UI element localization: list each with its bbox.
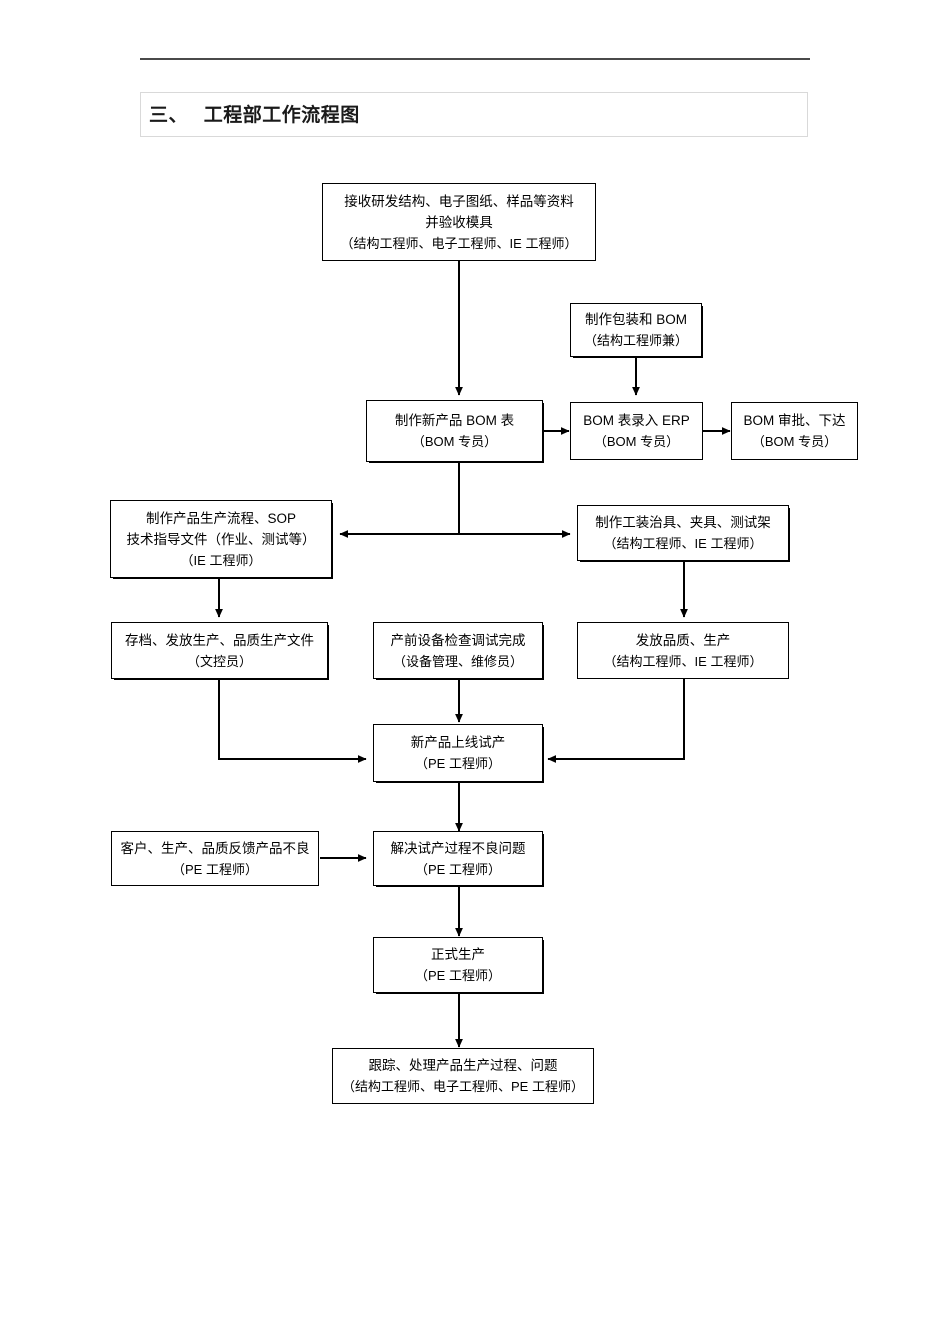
node-line: 制作工装治具、夹具、测试架: [595, 515, 771, 530]
node-fixtures-jigs[interactable]: 制作工装治具、夹具、测试架 （结构工程师、IE 工程师）: [577, 505, 789, 561]
node-line: （结构工程师、电子工程师、PE 工程师）: [342, 1079, 584, 1094]
node-line: （PE 工程师）: [172, 861, 258, 877]
node-line: （PE 工程师）: [415, 861, 501, 877]
node-bom-approval[interactable]: BOM 审批、下达 （BOM 专员）: [731, 402, 858, 460]
node-line: 制作产品生产流程、SOP: [145, 510, 296, 526]
node-line: （BOM 专员）: [593, 434, 680, 449]
node-line: （PE 工程师）: [415, 968, 501, 983]
node-bom-into-erp[interactable]: BOM 表录入 ERP （BOM 专员）: [570, 402, 703, 460]
node-equipment-check[interactable]: 产前设备检查调试完成 （设备管理、维修员）: [373, 622, 543, 679]
edge-archive-to-trial: [218, 679, 367, 763]
node-tracking-production[interactable]: 跟踪、处理产品生产过程、问题 （结构工程师、电子工程师、PE 工程师）: [332, 1048, 594, 1104]
node-line: （PE 工程师）: [415, 756, 501, 771]
node-line: 制作新产品 BOM 表: [394, 413, 515, 428]
edge-release-to-trial: [547, 679, 685, 763]
node-line: （设备管理、维修员）: [392, 653, 523, 669]
node-line: 制作包装和 BOM: [584, 312, 687, 327]
section-title-band: 三、 工程部工作流程图: [140, 92, 808, 137]
node-line: （结构工程师兼）: [583, 333, 688, 348]
node-line: 产前设备检查调试完成: [390, 632, 526, 648]
node-line: 发放品质、生产: [635, 632, 731, 648]
node-line: （文控员）: [186, 653, 252, 669]
node-line: BOM 审批、下达: [743, 413, 846, 428]
node-line: 新产品上线试产: [410, 735, 506, 750]
node-line: （结构工程师、IE 工程师）: [603, 536, 763, 551]
node-line: BOM 表录入 ERP: [583, 413, 690, 428]
node-line: 正式生产: [431, 947, 485, 962]
node-packaging-bom[interactable]: 制作包装和 BOM （结构工程师兼）: [570, 303, 702, 357]
node-line: 存档、发放生产、品质生产文件: [125, 632, 314, 648]
node-receive-rd-materials[interactable]: 接收研发结构、电子图纸、样品等资料 并验收模具 （结构工程师、电子工程师、IE …: [322, 183, 596, 261]
node-archive-release-docs[interactable]: 存档、发放生产、品质生产文件 （文控员）: [111, 622, 328, 679]
node-line: 并验收模具: [425, 214, 493, 230]
node-mass-production[interactable]: 正式生产 （PE 工程师）: [373, 937, 543, 993]
node-line: （BOM 专员）: [411, 434, 498, 449]
node-new-product-bom[interactable]: 制作新产品 BOM 表 （BOM 专员）: [366, 400, 543, 462]
node-line: （结构工程师、IE 工程师）: [603, 653, 763, 669]
header-rule: [140, 58, 810, 60]
node-solve-trial-defects[interactable]: 解决试产过程不良问题 （PE 工程师）: [373, 831, 543, 886]
node-line: 跟踪、处理产品生产过程、问题: [368, 1058, 558, 1073]
node-line: 客户、生产、品质反馈产品不良: [120, 840, 310, 856]
page-title: 三、 工程部工作流程图: [149, 105, 360, 126]
node-line: （结构工程师、电子工程师、IE 工程师）: [340, 235, 578, 251]
node-trial-production[interactable]: 新产品上线试产 （PE 工程师）: [373, 724, 543, 782]
node-sop-documents[interactable]: 制作产品生产流程、SOP 技术指导文件（作业、测试等） （IE 工程师）: [110, 500, 332, 578]
node-line: 接收研发结构、电子图纸、样品等资料: [344, 193, 574, 209]
node-line: 技术指导文件（作业、测试等）: [126, 531, 316, 547]
node-line: 解决试产过程不良问题: [390, 840, 526, 856]
node-line: （BOM 专员）: [751, 434, 838, 449]
node-release-to-quality[interactable]: 发放品质、生产 （结构工程师、IE 工程师）: [577, 622, 789, 679]
node-defect-feedback[interactable]: 客户、生产、品质反馈产品不良 （PE 工程师）: [111, 831, 319, 886]
node-line: （IE 工程师）: [180, 552, 262, 568]
